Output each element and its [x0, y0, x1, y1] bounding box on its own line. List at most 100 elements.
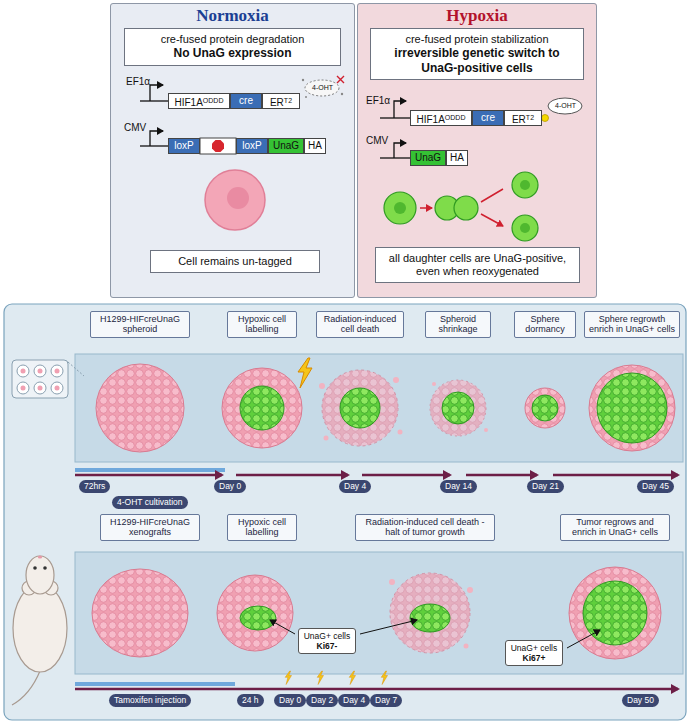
time-pill: 72hrs	[79, 480, 110, 493]
node-text: Hypoxic cell labelling	[231, 517, 293, 538]
text-box: all daughter cells are UnaG-positive, ev…	[375, 247, 580, 283]
spheroid	[96, 364, 184, 452]
stop-cassette	[200, 138, 236, 154]
radiation-bolt	[285, 671, 291, 685]
panel-background	[4, 304, 686, 720]
time-pill: 4-OHT cultivation	[112, 496, 188, 509]
node-text: Tamoxifen injection	[114, 695, 186, 706]
node-text: cre-fused protein degradation	[130, 33, 335, 46]
spheroid	[324, 436, 329, 441]
timeline-arrow	[75, 682, 235, 686]
promoter-label: CMV	[366, 135, 388, 147]
mouse	[13, 584, 67, 672]
well-plate	[38, 369, 43, 374]
node-text: Day 4	[343, 695, 365, 706]
time-pill: Day 4	[339, 480, 371, 493]
node-subtext: T2	[526, 114, 534, 121]
text-box: cre-fused protein stabilizationirreversi…	[370, 28, 584, 80]
spheroid	[222, 368, 302, 448]
condition-panel: Normoxiacre-fused protein degradationNo …	[110, 3, 355, 298]
spheroid	[532, 395, 558, 421]
tumor	[92, 569, 188, 657]
stage-label-box: H1299-HIFcreUnaG xenografts	[100, 514, 200, 541]
ligand-label: 4-OHT	[312, 84, 333, 92]
time-pill: Day 0	[214, 480, 246, 493]
panel-background	[4, 3, 686, 720]
promoter-arrow	[150, 131, 163, 146]
spheroid	[240, 386, 284, 430]
node-text: ER	[270, 97, 284, 108]
node-text: 24 h	[242, 695, 259, 706]
stage-label-box: Sphere regrowth enrich in UnaG+ cells	[584, 311, 680, 338]
ligand-oval	[305, 96, 307, 98]
gene-element: HIF1AODDD	[410, 110, 472, 126]
time-pill: 24 h	[237, 694, 264, 707]
tumor	[240, 606, 276, 630]
node-text: Day 45	[642, 481, 669, 492]
radiation-bolt	[349, 671, 355, 685]
spheroid	[96, 364, 675, 452]
well-plate	[21, 386, 26, 391]
well-plate	[34, 382, 46, 394]
cell-drawing	[227, 187, 249, 209]
node-text: 72hrs	[84, 481, 105, 492]
timeline-arrow	[362, 474, 450, 477]
node-subtext: ODDD	[445, 114, 466, 121]
well-plate	[51, 365, 63, 377]
spheroid	[393, 377, 399, 383]
node-text: Day 14	[445, 481, 472, 492]
promoter-arrow	[380, 117, 410, 118]
mouse	[43, 566, 47, 570]
timeline-arrow	[236, 474, 348, 477]
condition-panel: Hypoxiacre-fused protein stabilizationir…	[357, 3, 597, 298]
spheroid	[322, 370, 398, 446]
radiation-bolt	[349, 671, 355, 685]
well-plate	[55, 369, 60, 374]
mouse	[12, 671, 40, 705]
node-text: cre	[481, 112, 495, 123]
promoter-arrow	[394, 143, 406, 158]
text-box: cre-fused protein degradationNo UnaG exp…	[124, 28, 341, 66]
node-text: UnaG	[415, 152, 441, 163]
tumor	[410, 604, 450, 632]
timeline-arrow	[75, 468, 225, 472]
node-text: Normoxia	[111, 6, 354, 26]
spheroid	[432, 382, 436, 386]
gene-element: HA	[304, 138, 326, 154]
well-plate	[38, 386, 43, 391]
stop-cassette	[212, 140, 224, 152]
node-text: Day 7	[375, 695, 397, 706]
node-text: Day 0	[219, 481, 241, 492]
promoter-label: EF1α	[126, 76, 150, 88]
mouse	[26, 556, 54, 594]
node-text: Hypoxia	[358, 6, 596, 26]
spheroid	[525, 388, 565, 428]
radiation-bolt	[317, 671, 323, 685]
tumor	[92, 567, 661, 659]
time-pill: Tamoxifen injection	[109, 694, 191, 707]
spheroid	[484, 428, 488, 432]
timeline-arrow	[75, 688, 678, 691]
leader-line	[567, 630, 600, 648]
radiation-bolt	[381, 671, 387, 685]
gene-element: ERT2	[262, 93, 300, 109]
gene-element: HA	[446, 150, 468, 166]
panel-background	[110, 3, 355, 298]
tumor	[569, 567, 661, 659]
promoter-arrow	[394, 101, 406, 118]
stage-label-box: Hypoxic cell labelling	[227, 514, 297, 541]
time-pill: Day 45	[637, 480, 674, 493]
leader-line	[270, 620, 295, 634]
time-pill: Day 7	[370, 694, 402, 707]
promoter-label: EF1α	[366, 95, 390, 107]
node-text: UnaG+ cells	[508, 643, 560, 653]
gene-element: UnaG	[410, 150, 446, 166]
timeline-arrow	[553, 474, 678, 477]
gene-element: UnaG	[268, 138, 304, 154]
well-plate	[17, 365, 29, 377]
promoter-arrow	[140, 100, 168, 101]
stop-cassette	[200, 138, 236, 154]
well-plate	[12, 360, 68, 398]
